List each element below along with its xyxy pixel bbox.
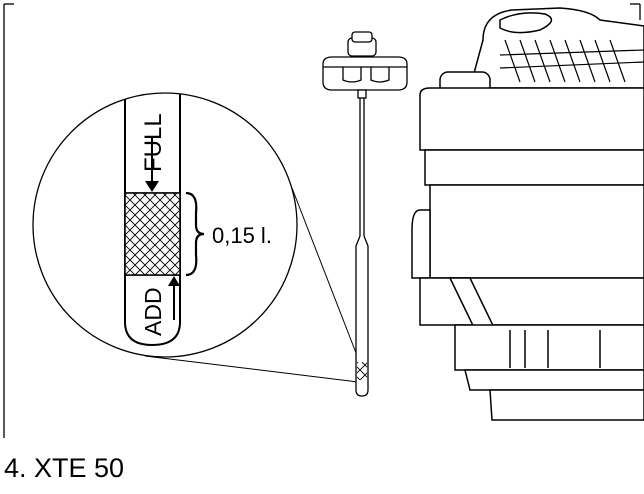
add-arrow bbox=[168, 276, 180, 320]
dipstick bbox=[322, 31, 408, 397]
full-label: FULL bbox=[140, 113, 167, 172]
leader-line bbox=[144, 355, 359, 383]
figure-caption: 4. XTE 50 bbox=[4, 453, 125, 483]
leader-line bbox=[291, 187, 359, 359]
add-label: ADD bbox=[140, 287, 166, 336]
full-arrow bbox=[145, 138, 159, 192]
magnifier: FULL ADD 0,15 l. bbox=[32, 92, 359, 383]
engine-illustration bbox=[411, 7, 644, 421]
zoomed-dipstick bbox=[124, 93, 181, 347]
capacity-brace bbox=[185, 191, 205, 277]
capacity-label: 0,15 l. bbox=[212, 223, 272, 248]
frame-lines bbox=[3, 3, 641, 438]
hatched-zone bbox=[124, 192, 181, 276]
dipstick-tip-hatch bbox=[357, 362, 367, 380]
